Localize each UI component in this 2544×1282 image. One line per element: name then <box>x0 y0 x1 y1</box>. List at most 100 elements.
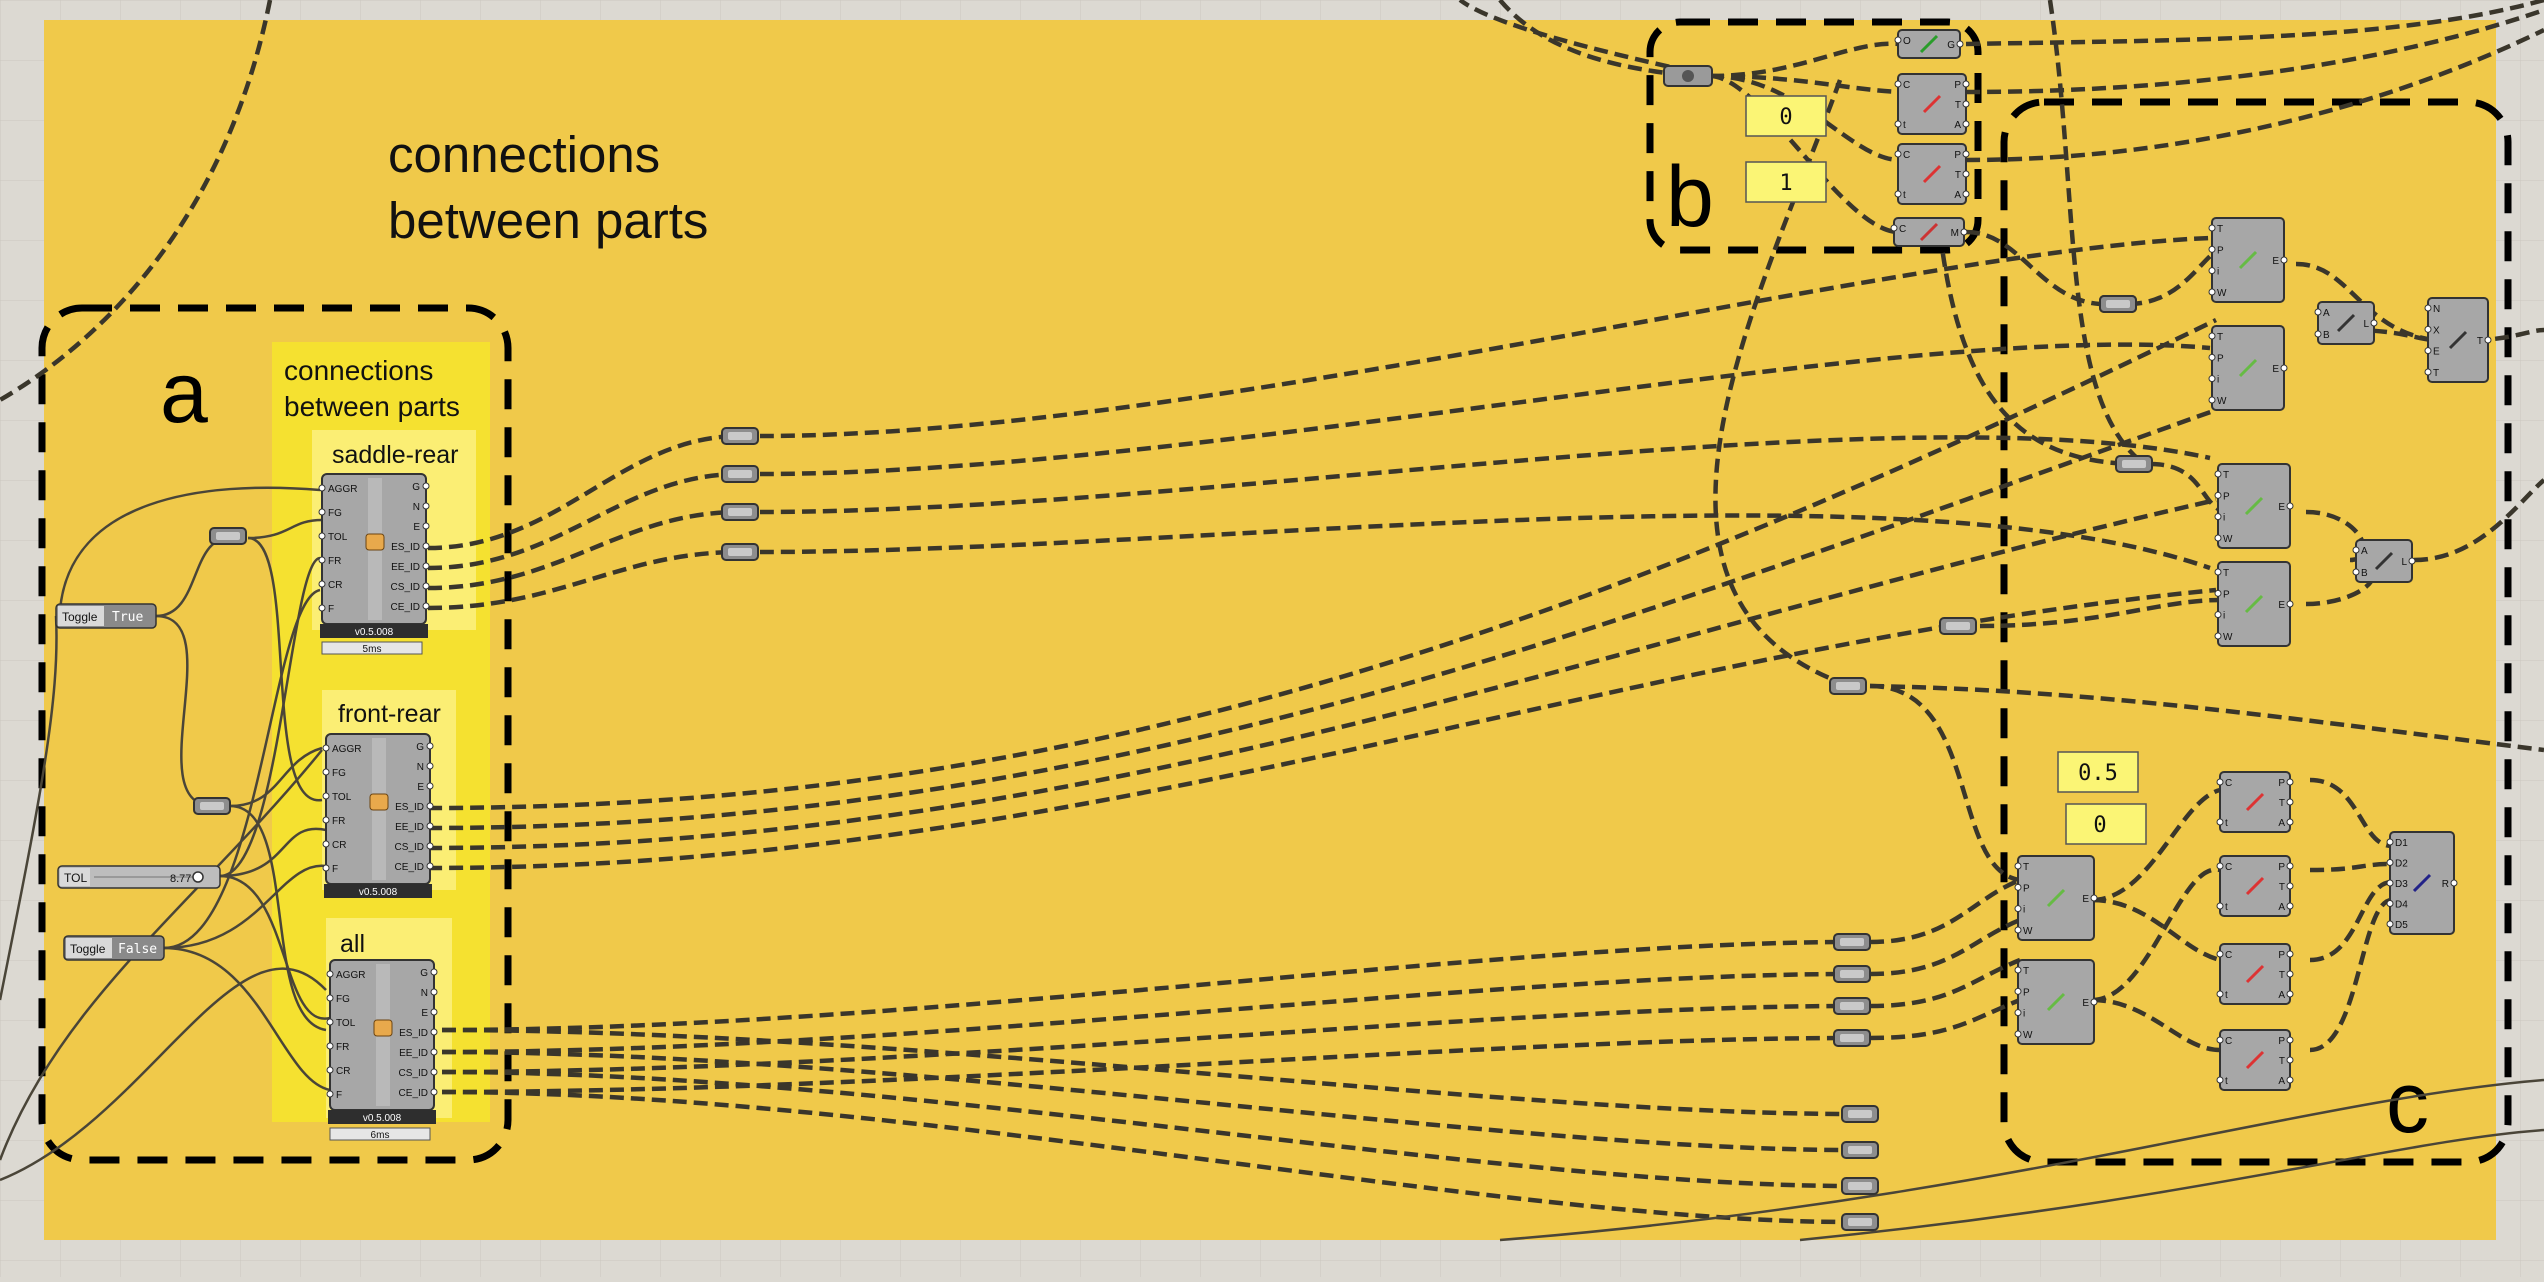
panel-b-top[interactable]: 0 <box>1745 95 1827 137</box>
port-label: i <box>2223 611 2225 622</box>
port-label: T <box>2217 224 2223 235</box>
relay-node[interactable] <box>1841 1141 1879 1159</box>
assembly-component[interactable]: AGGRFGTOLFRCRFGNEES_IDEE_IDCS_IDCE_IDv0.… <box>326 959 438 1141</box>
wire <box>1499 1078 2544 1242</box>
group-title-line2: between parts <box>388 192 708 249</box>
wire <box>247 518 323 540</box>
relay-node[interactable] <box>721 427 759 445</box>
toggle-false-label: Toggle <box>70 942 106 956</box>
input-port-label: FG <box>328 508 342 519</box>
relay-node[interactable] <box>721 503 759 521</box>
port-label: D4 <box>2395 900 2408 911</box>
panel-b-bottom-value: 1 <box>1779 171 1792 196</box>
line-component[interactable]: ABL <box>2352 539 2416 583</box>
relay-node[interactable] <box>1833 1029 1871 1047</box>
port-label: W <box>2023 926 2033 937</box>
wire <box>2309 897 2393 1053</box>
assembly-component[interactable]: AGGRFGTOLFRCRFGNEES_IDEE_IDCS_IDCE_IDv0.… <box>318 473 430 655</box>
port-label: A <box>2278 818 2285 829</box>
relay-node[interactable] <box>209 527 247 545</box>
tol-slider[interactable]: TOL 8.77 <box>57 865 221 889</box>
output-port-label: N <box>421 988 428 999</box>
region-label-c: c <box>2386 1055 2429 1151</box>
assembly-component[interactable]: AGGRFGTOLFRCRFGNEES_IDEE_IDCS_IDCE_IDv0.… <box>322 733 434 898</box>
panel-c-top[interactable]: 0.5 <box>2057 751 2139 793</box>
wire <box>219 556 321 878</box>
output-port-label: N <box>413 502 420 513</box>
relay-node[interactable] <box>1833 997 1871 1015</box>
relay-node[interactable] <box>1829 677 1867 695</box>
relay-node[interactable] <box>721 543 759 561</box>
port-label: P <box>1954 150 1961 161</box>
relay-node[interactable] <box>1841 1177 1879 1195</box>
output-port-label: ES_ID <box>399 1028 428 1039</box>
output-port-label: CE_ID <box>399 1088 428 1099</box>
panel-b-bottom[interactable]: 1 <box>1745 161 1827 203</box>
relay-node[interactable] <box>1841 1213 1879 1231</box>
relay-node[interactable] <box>1841 1105 1879 1123</box>
port-label: D5 <box>2395 920 2408 931</box>
port-label: P <box>2278 950 2285 961</box>
port-label: C <box>2225 1036 2232 1047</box>
component-icon <box>1922 94 1942 114</box>
input-port-label: TOL <box>328 532 348 543</box>
port-label: A <box>2323 308 2330 319</box>
port-label: E <box>2082 998 2089 1009</box>
output-port-label: G <box>416 742 424 753</box>
port-label: A <box>1954 120 1961 131</box>
port-label: P <box>2023 987 2030 998</box>
panel-c-bottom[interactable]: 0 <box>2065 803 2147 845</box>
component-icon <box>369 793 389 811</box>
toggle-false[interactable]: Toggle False <box>63 935 165 961</box>
port-label: P <box>2278 778 2285 789</box>
wire <box>1799 1128 2544 1242</box>
relay-node[interactable] <box>193 797 231 815</box>
wire <box>441 939 1851 1033</box>
port-label: T <box>2023 966 2029 977</box>
relay-node[interactable] <box>1833 965 1871 983</box>
toggle-true[interactable]: Toggle True <box>55 603 157 629</box>
port-label: G <box>1947 40 1955 51</box>
port-label: X <box>2433 325 2440 336</box>
slider-handle[interactable] <box>192 871 204 883</box>
port-label: i <box>2023 905 2025 916</box>
relay-node[interactable] <box>1833 933 1871 951</box>
relay-node[interactable] <box>2115 455 2153 473</box>
slider-value: 8.77 <box>170 873 191 885</box>
port-label: i <box>2023 1009 2025 1020</box>
component-icon <box>2245 792 2265 812</box>
port-label: A <box>1954 190 1961 201</box>
output-port-label: G <box>420 968 428 979</box>
component-version: v0.5.008 <box>359 887 398 898</box>
port-label: N <box>2433 304 2440 315</box>
relay-node[interactable] <box>2099 295 2137 313</box>
line-component[interactable]: ABL <box>2314 301 2378 345</box>
output-port-label: CE_ID <box>395 862 424 873</box>
port-label: M <box>1951 228 1959 239</box>
component-icon <box>2046 992 2066 1012</box>
toggle-false-value: False <box>118 942 157 957</box>
relay-node[interactable] <box>721 465 759 483</box>
port-label: C <box>1903 80 1910 91</box>
relay-node[interactable] <box>1939 617 1977 635</box>
input-port-label: AGGR <box>328 484 357 495</box>
port-label: E <box>2272 256 2279 267</box>
component-version: v0.5.008 <box>355 627 394 638</box>
